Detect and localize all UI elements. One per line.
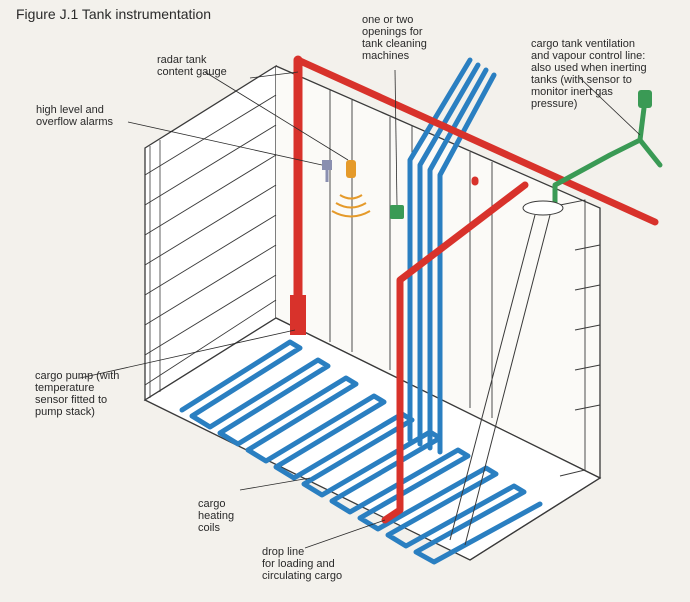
tank-structure xyxy=(143,64,602,561)
vent-line xyxy=(552,97,663,213)
cargo-pump xyxy=(290,295,306,335)
tank-cleaning-opening-icon xyxy=(390,205,404,219)
label-cargo-pump: cargo pump (with temperature sensor fitt… xyxy=(35,370,120,418)
label-heating-coils: cargo heating coils xyxy=(198,498,235,534)
radar-gauge-icon xyxy=(331,160,371,218)
label-radar-gauge: radar tank content gauge xyxy=(157,54,227,78)
label-ventilation: cargo tank ventilation and vapour contro… xyxy=(531,38,647,110)
figure-title: Figure J.1 Tank instrumentation xyxy=(16,6,212,22)
ladder xyxy=(449,200,564,546)
red-pipes xyxy=(293,55,659,524)
label-drop-line: drop line for loading and circulating ca… xyxy=(262,546,343,582)
heating-coils xyxy=(179,57,543,565)
alarm-sensor-icon xyxy=(322,160,332,182)
label-high-level-alarms: high level and overflow alarms xyxy=(36,104,114,128)
label-tank-cleaning: one or two openings for tank cleaning ma… xyxy=(362,14,427,62)
leader-lines xyxy=(79,69,641,549)
vent-head xyxy=(638,90,652,108)
